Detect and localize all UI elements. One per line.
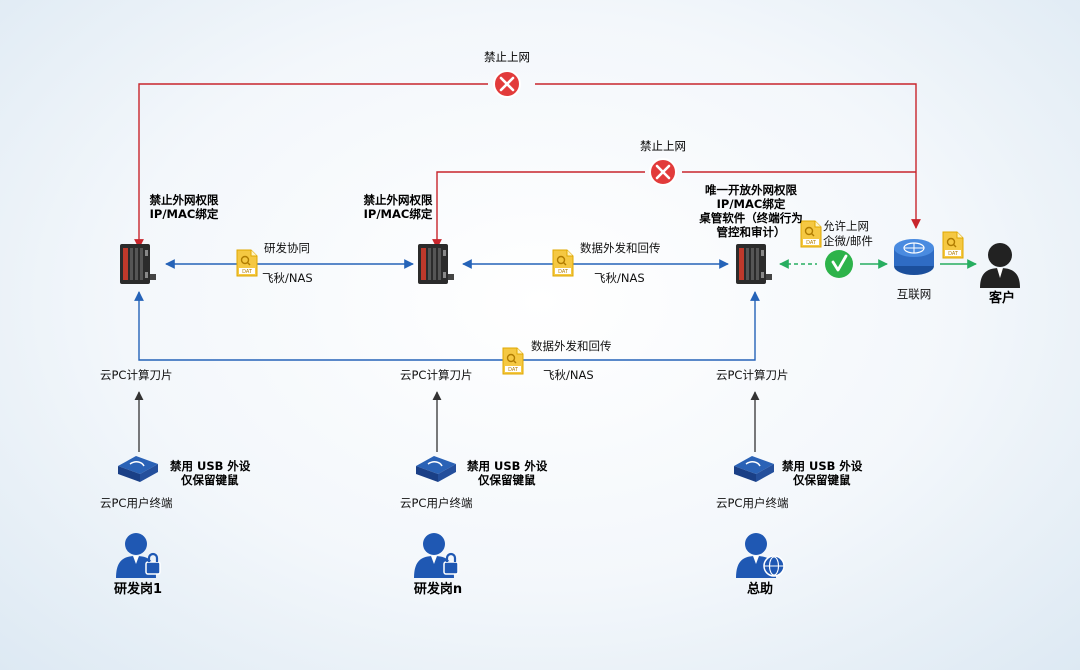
- data-link-bottom: [134, 291, 760, 361]
- blocked-icon-mid: [649, 158, 677, 186]
- blocked-label-mid: 禁止上网: [640, 139, 686, 153]
- user-globe-icon: [736, 533, 785, 578]
- link23-bottom-label: 飞秋/NAS: [594, 271, 645, 285]
- blocked-link-top: [134, 83, 488, 249]
- terminal-caption-2: 云PC用户终端: [400, 496, 473, 510]
- bottom-link-bottom-label: 飞秋/NAS: [543, 368, 594, 382]
- blocked-icon-top: [493, 70, 521, 98]
- terminal-icon-2: [415, 455, 457, 483]
- blade3-line4: 管控和审计）: [716, 225, 786, 239]
- usb-policy-1-line1: 禁用 USB 外设: [170, 459, 251, 473]
- link12-bottom-label: 飞秋/NAS: [262, 271, 313, 285]
- user-label-3: 总助: [746, 582, 774, 597]
- bottom-link-top-label: 数据外发和回传: [531, 339, 612, 353]
- blade2-sub: IP/MAC绑定: [363, 207, 433, 221]
- file-icon-1: DAT: [236, 249, 258, 277]
- user-lock-icon-1: [116, 533, 161, 578]
- user-lock-icon-2: [414, 533, 459, 578]
- file-icon-4: DAT: [800, 220, 822, 248]
- blade1-sub: IP/MAC绑定: [149, 207, 219, 221]
- blocked-link-mid: [432, 171, 645, 249]
- user-label-1: 研发岗1: [113, 582, 163, 597]
- internet-router-icon: [894, 239, 934, 275]
- svg-text:DAT: DAT: [558, 269, 569, 275]
- usb-policy-2: 禁用 USB 外设 仅保留键鼠: [467, 459, 547, 487]
- user-label-2: 研发岗n: [413, 582, 463, 597]
- terminal-caption-1: 云PC用户终端: [100, 496, 173, 510]
- blade2-caption: 禁止外网权限 IP/MAC绑定: [364, 193, 433, 221]
- terminal-icon-3: [733, 455, 775, 483]
- allow-check-icon: [825, 250, 853, 278]
- usb-policy-2-line1: 禁用 USB 外设: [467, 459, 548, 473]
- blade1-title: 禁止外网权限: [149, 193, 219, 207]
- link12-top-label: 研发协同: [264, 241, 310, 255]
- svg-text:DAT: DAT: [806, 240, 817, 246]
- allow-label-1: 允许上网: [823, 219, 869, 233]
- blade3-line3: 桌管软件（终端行为: [699, 211, 803, 225]
- blade3-line2: IP/MAC绑定: [716, 197, 786, 211]
- file-icon-3: DAT: [502, 347, 524, 375]
- blade2-title: 禁止外网权限: [363, 193, 433, 207]
- svg-text:DAT: DAT: [948, 251, 959, 257]
- usb-policy-3: 禁用 USB 外设 仅保留键鼠: [782, 459, 862, 487]
- usb-policy-3-line1: 禁用 USB 外设: [782, 459, 863, 473]
- blade-caption-2: 云PC计算刀片: [400, 368, 473, 382]
- file-icon-5: DAT: [942, 231, 964, 259]
- blade-server-icon-2: [418, 244, 454, 284]
- usb-policy-3-line2: 仅保留键鼠: [793, 473, 851, 487]
- terminal-caption-3: 云PC用户终端: [716, 496, 789, 510]
- blade-caption-1: 云PC计算刀片: [100, 368, 173, 382]
- blade-server-icon-3: [736, 244, 772, 284]
- internet-label: 互联网: [896, 287, 932, 301]
- blade-server-icon-1: [120, 244, 156, 284]
- blade3-line1: 唯一开放外网权限: [705, 183, 797, 197]
- blocked-label-top: 禁止上网: [484, 50, 530, 64]
- file-icon-2: DAT: [552, 249, 574, 277]
- blocked-link-top-right: [535, 83, 921, 229]
- customer-icon: [980, 243, 1020, 288]
- svg-text:DAT: DAT: [508, 367, 519, 373]
- usb-policy-1-line2: 仅保留键鼠: [181, 473, 239, 487]
- link23-top-label: 数据外发和回传: [580, 241, 661, 255]
- svg-text:DAT: DAT: [242, 269, 253, 275]
- usb-policy-1: 禁用 USB 外设 仅保留键鼠: [170, 459, 250, 487]
- blade-caption-3: 云PC计算刀片: [716, 368, 789, 382]
- blade3-caption: 唯一开放外网权限 IP/MAC绑定 桌管软件（终端行为 管控和审计）: [699, 183, 803, 239]
- customer-label: 客户: [988, 291, 1016, 306]
- usb-policy-2-line2: 仅保留键鼠: [478, 473, 536, 487]
- allow-label-2: 企微/邮件: [823, 234, 873, 248]
- blade1-caption: 禁止外网权限 IP/MAC绑定: [150, 193, 219, 221]
- terminal-icon-1: [117, 455, 159, 483]
